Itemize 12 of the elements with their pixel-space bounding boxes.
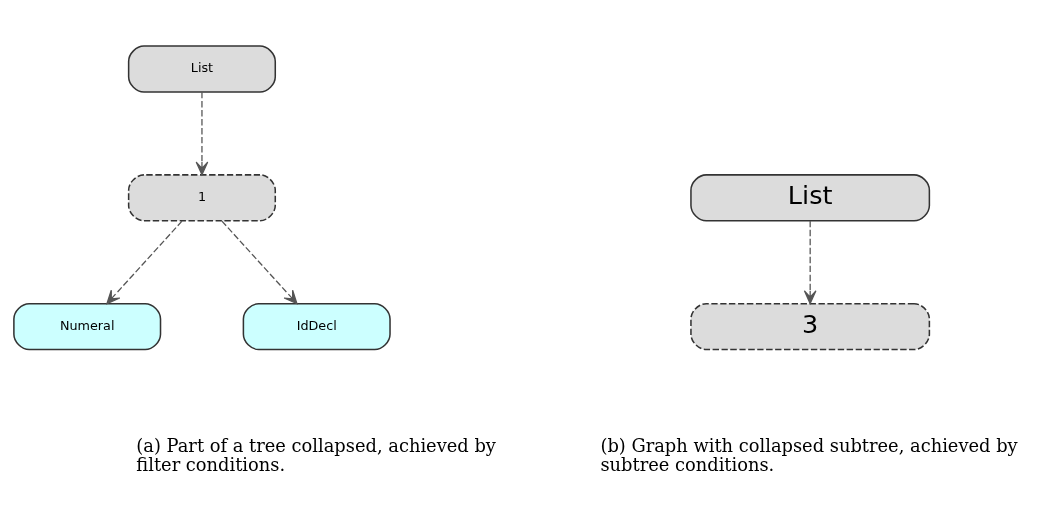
label: (a) Part of a tree collapsed, achieved by filter conditions. — [136, 434, 496, 475]
arrow — [803, 219, 817, 304]
arrow — [221, 219, 298, 304]
node-box: 1 — [127, 173, 277, 222]
node-box: Numeral — [13, 302, 162, 350]
arrow — [106, 219, 183, 304]
label: (b) Graph with collapsed subtree, achieved by subtree conditions. — [600, 434, 1018, 475]
arrow — [195, 91, 209, 175]
node-box: List — [690, 173, 931, 222]
node-box: IdDecl — [242, 302, 391, 350]
node-box: 3 — [690, 302, 931, 350]
node-box: List — [127, 44, 277, 93]
